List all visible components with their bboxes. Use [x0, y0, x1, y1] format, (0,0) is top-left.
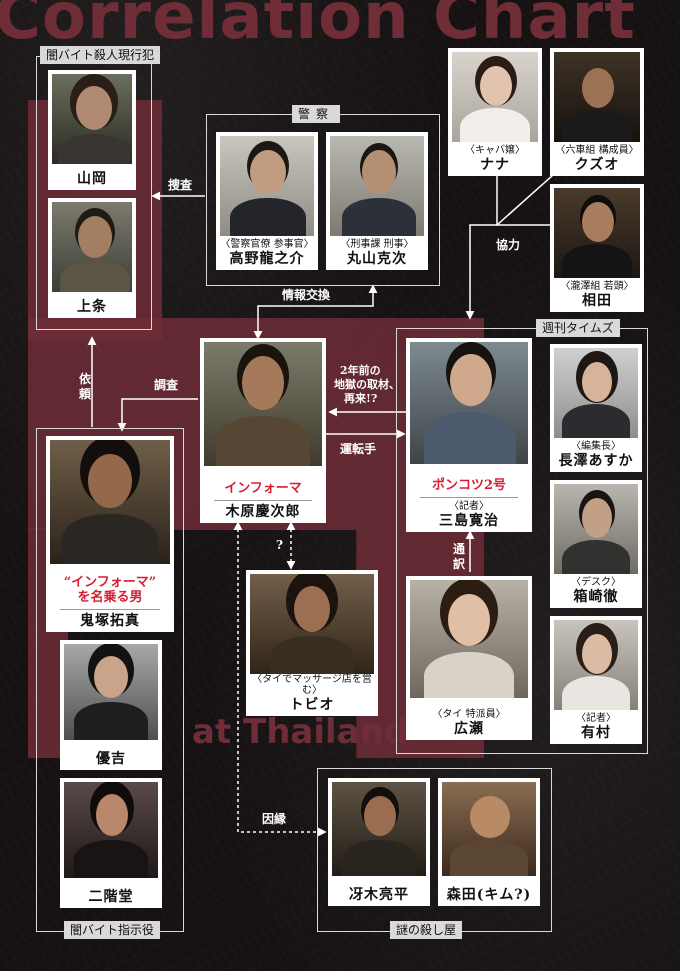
- portrait-photo: [50, 440, 170, 564]
- character-name: 有村: [581, 724, 611, 741]
- character-name: 森田(キム?): [446, 886, 532, 903]
- portrait-photo: [64, 644, 158, 740]
- card-kuzuo[interactable]: 〈六車組 構成員〉クズオ: [550, 48, 644, 176]
- card-nagasawa[interactable]: 〈編集長〉長澤あすか: [550, 344, 642, 472]
- chart-title: Correlation Chart: [0, 0, 636, 54]
- character-name: クズオ: [574, 156, 620, 173]
- character-name: 箱崎徹: [573, 588, 619, 605]
- relation-label-innen: 因縁: [262, 812, 287, 826]
- portrait-photo: [554, 620, 638, 710]
- character-alias: ポンコツ2号: [431, 478, 507, 494]
- portrait-photo: [52, 202, 132, 292]
- portrait-photo: [554, 52, 640, 142]
- character-role: 〈デスク〉: [571, 577, 621, 589]
- portrait-photo: [330, 136, 424, 236]
- card-onizuka[interactable]: “インフォーマ”を名乗る男鬼塚拓真: [46, 436, 174, 632]
- relation-label-tsuuyaku: 通訳: [452, 542, 465, 571]
- character-role: 〈刑事課 刑事〉: [340, 239, 414, 251]
- character-name: 冴木亮平: [349, 886, 409, 903]
- character-role: 〈六車組 構成員〉: [555, 145, 639, 157]
- card-nana[interactable]: 〈キャバ嬢〉ナナ: [448, 48, 542, 176]
- caption-divider: [420, 497, 518, 499]
- caption-divider: [60, 608, 160, 610]
- portrait-photo: [554, 348, 638, 438]
- relation-label-sousa: 捜査: [168, 178, 193, 192]
- portrait-photo: [52, 74, 132, 164]
- character-role: 〈警察官僚 参事官〉: [220, 239, 314, 251]
- card-tobio[interactable]: 〈タイでマッサージ店を営む〉トビオ: [246, 570, 378, 716]
- character-role: 〈タイ 特派員〉: [432, 709, 506, 721]
- character-name: 高野龍之介: [229, 250, 305, 267]
- group-label-yamibaito-shiji: 闇バイト指示役: [64, 921, 161, 939]
- relation-label-question: ?: [276, 538, 284, 552]
- group-label-yamibaito-jikkou: 闇バイト殺人現行犯: [40, 46, 161, 64]
- portrait-photo: [220, 136, 314, 236]
- character-name: トビオ: [289, 696, 335, 713]
- character-role: 〈キャバ嬢〉: [465, 145, 525, 157]
- card-arimura[interactable]: 〈記者〉有村: [550, 616, 642, 744]
- card-yamaoka[interactable]: 山岡: [48, 70, 136, 190]
- portrait-photo: [64, 782, 158, 878]
- relation-label-untenshu: 運転手: [340, 442, 377, 456]
- relation-label-irai: 依頼: [78, 372, 91, 401]
- card-kihara[interactable]: インフォーマ木原慶次郎: [200, 338, 326, 523]
- card-kamijo[interactable]: 上条: [48, 198, 136, 318]
- character-name: 上条: [77, 298, 107, 315]
- character-alias-line2: を名乗る男: [77, 589, 143, 605]
- card-hirose[interactable]: 〈タイ 特派員〉広瀬: [406, 576, 532, 740]
- character-name: 鬼塚拓真: [80, 612, 140, 629]
- relation-label-2nenmae-1: 2年前の: [340, 364, 381, 377]
- portrait-photo: [250, 574, 374, 674]
- character-name: 丸山克次: [347, 250, 407, 267]
- character-role: 〈記者〉: [449, 501, 489, 513]
- portrait-photo: [452, 52, 538, 142]
- character-name: 優吉: [96, 750, 126, 767]
- character-name: 二階堂: [88, 888, 134, 905]
- portrait-photo: [410, 580, 528, 698]
- card-aida[interactable]: 〈瀧澤組 若頭〉相田: [550, 184, 644, 312]
- relation-label-kyouryoku: 協力: [496, 238, 521, 252]
- character-name: 広瀬: [454, 720, 484, 737]
- portrait-photo: [332, 782, 426, 876]
- character-name: 長澤あすか: [558, 452, 634, 469]
- relation-label-chousa: 調査: [154, 378, 179, 392]
- portrait-photo: [410, 342, 528, 464]
- character-name: ナナ: [480, 156, 510, 173]
- character-name: 相田: [582, 292, 612, 309]
- group-label-shukan-times: 週刊タイムズ: [536, 319, 620, 337]
- character-alias: インフォーマ: [224, 480, 302, 496]
- card-yukichi[interactable]: 優吉: [60, 640, 162, 770]
- portrait-photo: [204, 342, 322, 466]
- group-label-nazo-koroshiya: 謎の殺し屋: [390, 921, 463, 939]
- character-role: 〈瀧澤組 若頭〉: [560, 281, 634, 293]
- caption-divider: [214, 499, 312, 501]
- group-label-keisatsu: 警察: [292, 105, 341, 123]
- character-name: 山岡: [77, 170, 107, 187]
- character-role: 〈編集長〉: [571, 441, 621, 453]
- character-name: 三島寛治: [439, 512, 499, 529]
- card-maruyama[interactable]: 〈刑事課 刑事〉丸山克次: [326, 132, 428, 270]
- group-shukan-times: [396, 328, 648, 754]
- card-morita[interactable]: 森田(キム?): [438, 778, 540, 906]
- card-mishima[interactable]: ポンコツ2号〈記者〉三島寛治: [406, 338, 532, 532]
- character-name: 木原慶次郎: [225, 503, 301, 520]
- portrait-photo: [554, 484, 638, 574]
- character-alias-line1: “インフォーマ”: [63, 575, 157, 591]
- card-hakozaki[interactable]: 〈デスク〉箱崎徹: [550, 480, 642, 608]
- character-role: 〈タイでマッサージ店を営む〉: [252, 673, 372, 697]
- card-takano[interactable]: 〈警察官僚 参事官〉高野龍之介: [216, 132, 318, 270]
- card-saeki[interactable]: 冴木亮平: [328, 778, 430, 906]
- relation-label-2nenmae-2: 地獄の取材、: [334, 378, 400, 391]
- relation-label-2nenmae-3: 再来!?: [344, 392, 378, 405]
- card-nikaido[interactable]: 二階堂: [60, 778, 162, 908]
- portrait-photo: [442, 782, 536, 876]
- character-role: 〈記者〉: [576, 713, 616, 725]
- relation-label-jouhou-koukan: 情報交換: [282, 288, 331, 302]
- portrait-photo: [554, 188, 640, 278]
